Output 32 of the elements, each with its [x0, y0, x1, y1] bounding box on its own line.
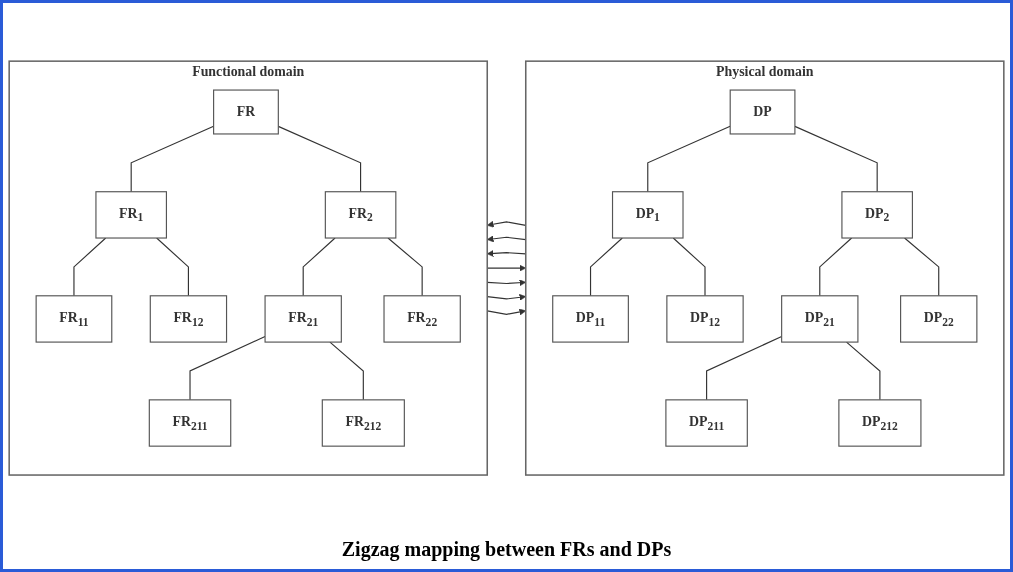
node-box: DP$_{21}$ — [781, 295, 859, 344]
connector — [189, 336, 266, 401]
node-box: FR$_{2}$ — [324, 191, 397, 239]
caption: Zigzag mapping between FRs and DPs — [341, 537, 672, 563]
node-box: FR$_{22}$ — [383, 295, 461, 344]
connector — [672, 237, 706, 297]
connector — [73, 237, 107, 297]
node-box: DP$_{212}$ — [838, 399, 922, 448]
node-box: DP$_{2}$ — [841, 191, 913, 239]
node-box: FR$_{11}$ — [35, 295, 113, 344]
connector — [387, 237, 423, 297]
node-box: DP — [729, 89, 796, 135]
connector — [589, 237, 623, 297]
connector — [794, 126, 878, 193]
node-box: FR$_{212}$ — [321, 399, 405, 448]
node-box: FR$_{21}$ — [264, 295, 342, 344]
node-box: FR — [213, 89, 279, 135]
node-box: FR$_{12}$ — [149, 295, 228, 344]
node-box: FR$_{1}$ — [95, 191, 167, 239]
node-box: DP$_{12}$ — [666, 295, 744, 344]
connector — [819, 237, 853, 297]
node-box: FR$_{211}$ — [148, 399, 232, 448]
node-box: DP$_{1}$ — [611, 191, 684, 239]
connector — [302, 237, 336, 297]
connector — [845, 341, 881, 401]
connector — [156, 237, 189, 297]
node-box: DP$_{11}$ — [552, 295, 629, 344]
connector — [329, 341, 364, 401]
node-box: DP$_{211}$ — [665, 399, 748, 448]
connector — [647, 126, 731, 193]
connector — [903, 237, 940, 297]
node-box: DP$_{22}$ — [900, 295, 978, 344]
